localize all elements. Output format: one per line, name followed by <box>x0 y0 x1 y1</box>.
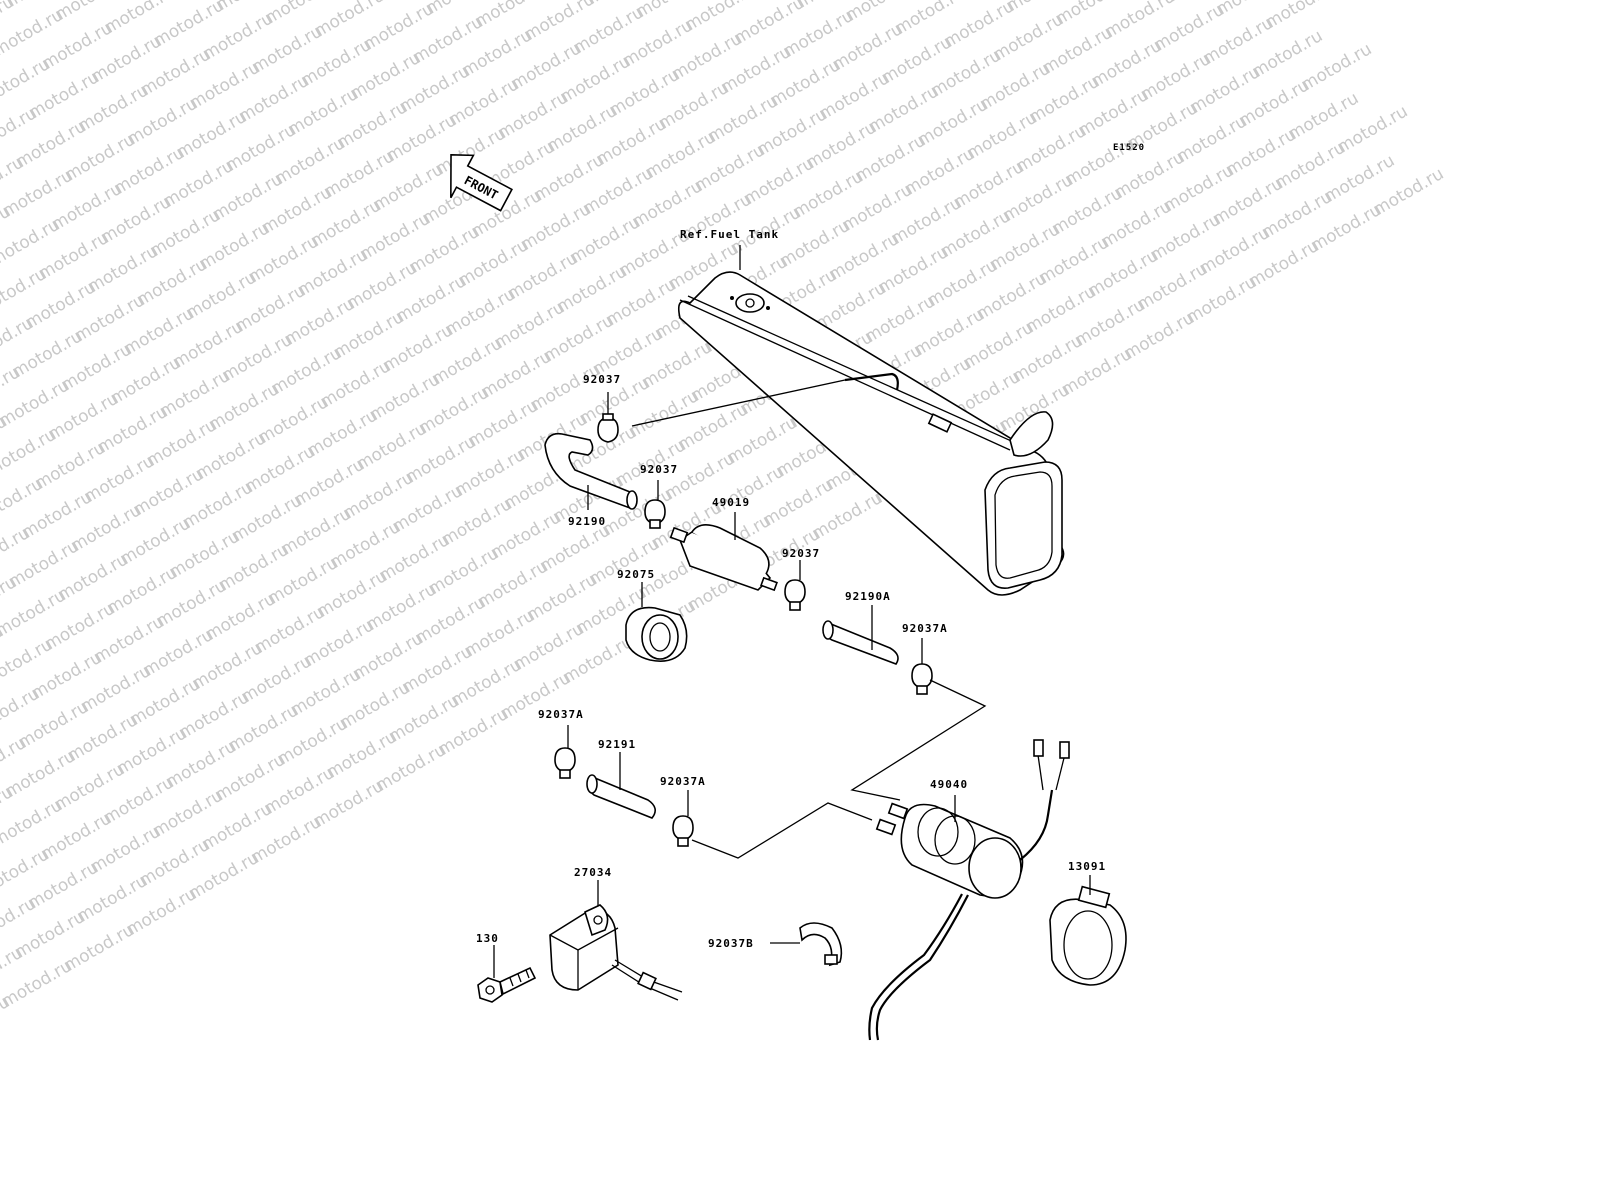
label-13091: 13091 <box>1068 860 1106 873</box>
label-92191: 92191 <box>598 738 636 751</box>
label-49040: 49040 <box>930 778 968 791</box>
label-92037a-third: 92037A <box>660 775 706 788</box>
label-49019: 49019 <box>712 496 750 509</box>
label-92037-third: 92037 <box>782 547 820 560</box>
hose-92190 <box>544 432 638 510</box>
label-fuel-tank: Ref.Fuel Tank <box>680 228 779 241</box>
fuel-pump-49040 <box>868 739 1070 1041</box>
label-92075: 92075 <box>617 568 655 581</box>
label-27034: 27034 <box>574 866 612 879</box>
fuel-tank <box>677 271 1065 596</box>
holder-92075 <box>625 606 688 662</box>
bracket-13091 <box>1049 885 1127 986</box>
hose-92190a <box>822 620 899 665</box>
hose-92191 <box>586 774 656 819</box>
label-92037a-second: 92037A <box>538 708 584 721</box>
label-92037b: 92037B <box>708 937 754 950</box>
clamp-92037-top <box>597 413 619 443</box>
clamp-92037-second <box>644 499 666 529</box>
bolt-130 <box>477 966 537 1003</box>
clamp-92037-third <box>784 579 806 611</box>
clamp-92037a-second <box>554 747 576 779</box>
label-92037-second: 92037 <box>640 463 678 476</box>
label-92190a: 92190A <box>845 590 891 603</box>
watermark-layer: motod.rumotod.rumotod.rumotod.rumotod.ru… <box>0 0 1447 1048</box>
label-130: 130 <box>476 932 499 945</box>
label-92190: 92190 <box>568 515 606 528</box>
watermark-text: motod.ru <box>1262 0 1340 33</box>
diagram-code: E1520 <box>1113 143 1145 153</box>
hose-route-upper <box>850 679 987 801</box>
label-92037-top: 92037 <box>583 373 621 386</box>
clamp-92037a-first <box>911 663 933 695</box>
hose-route-lower <box>691 802 873 859</box>
label-92037a-first: 92037A <box>902 622 948 635</box>
clamp-92037b <box>799 922 843 967</box>
fuel-filter-49019 <box>669 524 778 592</box>
relay-27034 <box>549 904 683 1001</box>
clamp-92037a-third <box>672 815 694 847</box>
